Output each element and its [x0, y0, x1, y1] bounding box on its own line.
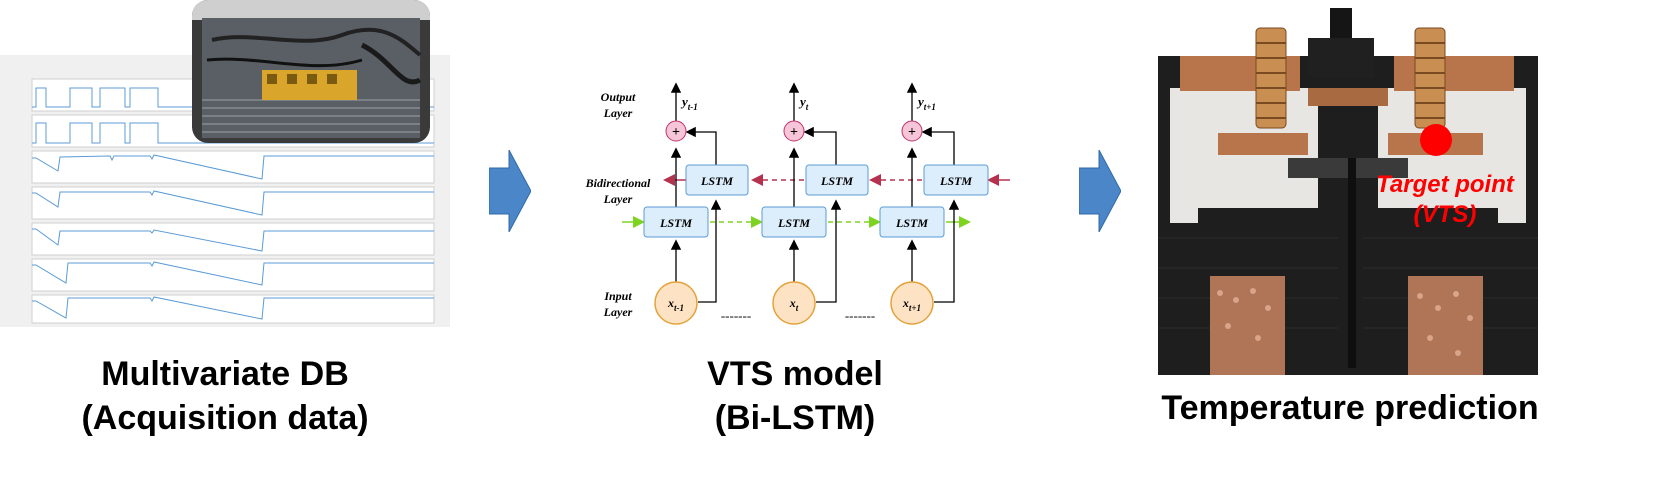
flow-arrow-2: [1079, 150, 1121, 232]
svg-text:yt-1: yt-1: [680, 94, 698, 112]
plus-node-2: [783, 120, 805, 142]
multivariate-db-caption: Multivariate DB (Acquisition data): [40, 352, 410, 440]
output-layer-label-b: Layer: [603, 106, 633, 120]
input-layer-label-b: Layer: [603, 305, 633, 319]
plus-node-1: [665, 120, 687, 142]
relay-cross-section-photo: [1158, 8, 1538, 375]
input-x-1: x: [667, 296, 674, 310]
target-point-marker: [1420, 124, 1452, 156]
plus-node-3-symbol: +: [908, 125, 916, 140]
svg-text:xt-1: xt-1: [667, 296, 684, 313]
input-x-3-sub: t+1: [909, 303, 921, 313]
subplot-6: [31, 258, 435, 292]
input-x-2: x: [789, 296, 796, 310]
plus-node-1-symbol: +: [672, 125, 680, 140]
output-y-3-sub: t+1: [924, 102, 936, 112]
lstm-backward-cell-3: [923, 164, 989, 196]
lstm-forward-cell-2-label: LSTM: [777, 216, 810, 230]
input-node-3: [890, 281, 934, 325]
svg-text:yt+1: yt+1: [916, 94, 936, 112]
output-y-2-sub: t: [806, 102, 809, 112]
vts-caption-line2: (Bi-LSTM): [714, 399, 876, 437]
subplot-5: [31, 222, 435, 256]
bilstm-column-1: LSTM LSTM + yt-1 xt-1: [643, 82, 749, 325]
lstm-backward-cell-1-label: LSTM: [700, 174, 733, 188]
chamber-test-photo: [192, 0, 430, 143]
svg-text:xt: xt: [789, 296, 799, 313]
vts-caption-line1: VTS model: [707, 355, 883, 393]
output-y-1: y: [680, 94, 688, 109]
svg-text:xt+1: xt+1: [902, 296, 921, 313]
subplot-3: [31, 150, 435, 184]
input-x-3: x: [902, 296, 909, 310]
input-x-2-sub: t: [796, 303, 799, 313]
input-ellipsis-2: -------: [845, 308, 875, 323]
bilstm-column-3: LSTM LSTM + yt+1 xt+1: [879, 82, 989, 325]
input-x-1-sub: t-1: [674, 303, 684, 313]
output-layer-label-a: Output: [601, 90, 636, 104]
lstm-forward-cell-2: [761, 206, 827, 238]
svg-text:yt: yt: [798, 94, 809, 112]
bidir-layer-label-b: Layer: [603, 192, 633, 206]
target-point-label: Target point (VTS): [1365, 170, 1525, 230]
input-node-1: [654, 281, 698, 325]
subplot-4: [31, 186, 435, 220]
lstm-backward-cell-1: [685, 164, 749, 196]
output-y-3: y: [916, 94, 924, 109]
bidir-layer-label-a: Bidirectional: [585, 176, 651, 190]
output-y-2: y: [798, 94, 806, 109]
flow-arrow-1: [489, 150, 531, 232]
target-point-line2: (VTS): [1413, 201, 1477, 228]
input-node-2: [772, 281, 816, 325]
output-y-1-sub: t-1: [688, 102, 698, 112]
lstm-backward-cell-2-label: LSTM: [820, 174, 853, 188]
input-layer-label-a: Input: [603, 289, 632, 303]
bilstm-diagram: Output Layer Bidirectional Layer Input L…: [585, 82, 1010, 325]
lstm-forward-cell-1-label: LSTM: [659, 216, 692, 230]
plus-node-3: [901, 120, 923, 142]
multivariate-caption-line1: Multivariate DB: [101, 355, 349, 393]
multivariate-caption-line2: (Acquisition data): [81, 399, 369, 437]
subplot-7: [31, 294, 435, 324]
target-point-line1: Target point: [1376, 171, 1514, 198]
temperature-prediction-caption: Temperature prediction: [1150, 386, 1550, 430]
plus-node-2-symbol: +: [790, 125, 798, 140]
input-ellipsis-1: -------: [721, 308, 751, 323]
vts-model-caption: VTS model (Bi-LSTM): [640, 352, 950, 440]
bilstm-column-2: LSTM LSTM + yt xt: [761, 82, 869, 325]
lstm-forward-cell-3-label: LSTM: [895, 216, 928, 230]
lstm-forward-cell-1: [643, 206, 709, 238]
temperature-caption-line: Temperature prediction: [1161, 389, 1539, 427]
lstm-backward-cell-3-label: LSTM: [939, 174, 972, 188]
lstm-forward-cell-3: [879, 206, 945, 238]
lstm-backward-cell-2: [805, 164, 869, 196]
